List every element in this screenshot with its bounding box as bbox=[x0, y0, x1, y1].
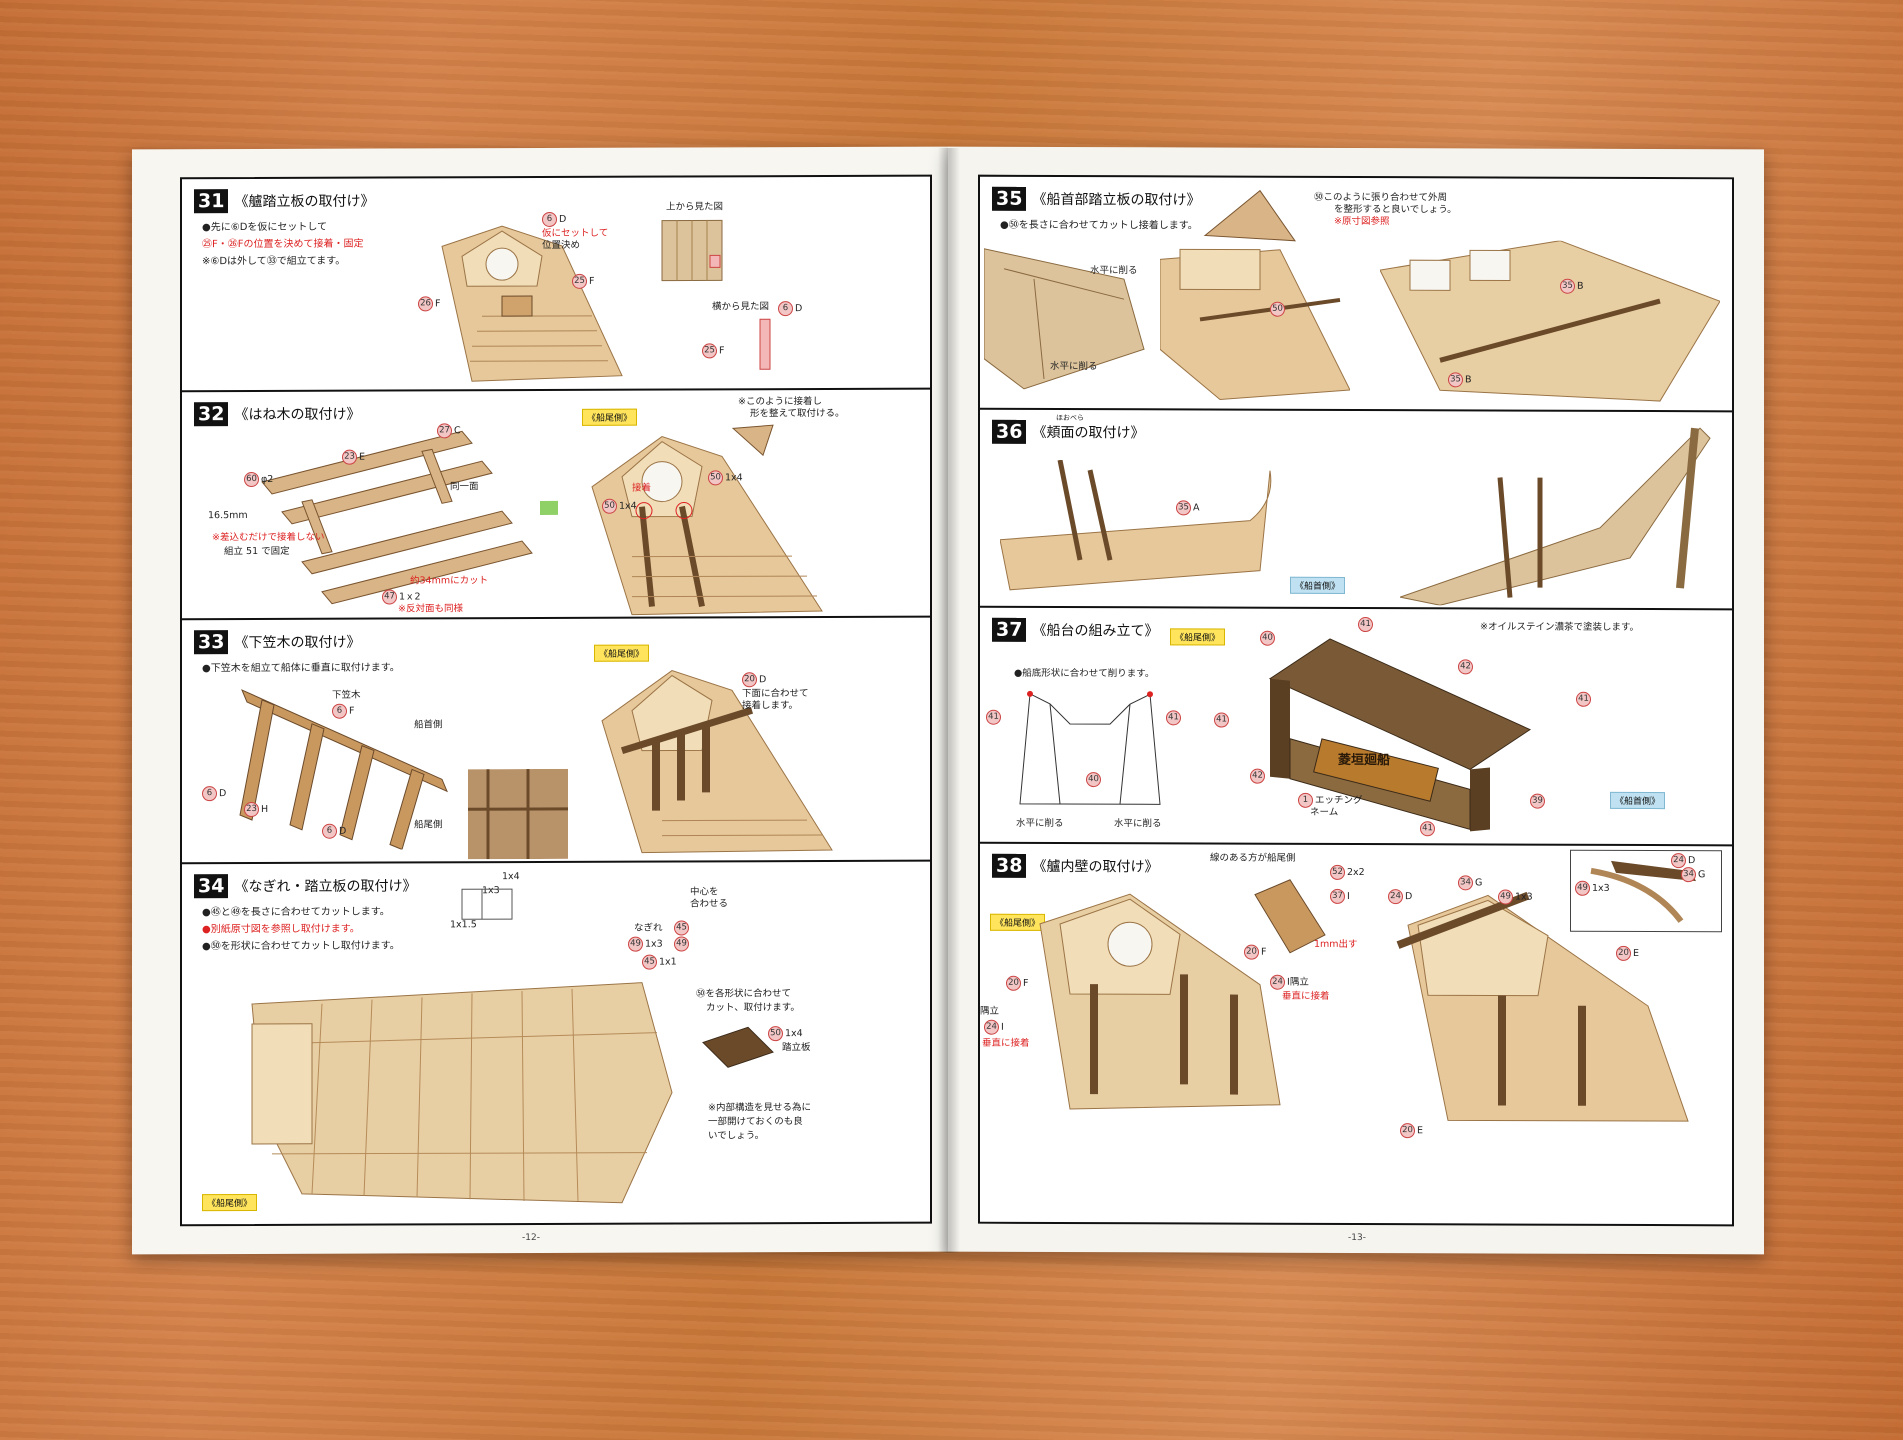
fumitate-board-detail bbox=[702, 1026, 774, 1068]
top-view-detail bbox=[661, 219, 723, 282]
step-number: 38 bbox=[992, 853, 1027, 878]
stern-inner-wall-illustration-1 bbox=[1039, 893, 1281, 1110]
hull-haneki-illustration bbox=[591, 436, 823, 616]
step-title: 《下笠木の取付け》 bbox=[234, 634, 361, 652]
shaped-board-detail bbox=[731, 424, 774, 457]
step-title: 《船台の組み立て》 bbox=[1032, 622, 1159, 640]
step-number: 33 bbox=[194, 630, 229, 655]
bow-closeup-3 bbox=[1380, 240, 1720, 402]
hull-stern-illustration bbox=[441, 225, 623, 382]
bow-closeup-2 bbox=[1160, 248, 1350, 401]
left-frame: 31 《艫踏立板の取付け》 ●先に⑥Dを仮にセットして ㉕F・㉖Fの位置を決めて接… bbox=[180, 174, 932, 1227]
step-number: 31 bbox=[194, 189, 229, 214]
bow-frame-illustration bbox=[1400, 427, 1711, 606]
stern-inner-wall-illustration-2 bbox=[1396, 891, 1689, 1122]
step-notes: ●先に⑥Dを仮にセットして ㉕F・㉖Fの位置を決めて接着・固定 ※⑥Dは外して㉝… bbox=[202, 221, 364, 268]
step-title: 《なぎれ・踏立板の取付け》 bbox=[234, 878, 417, 896]
step-number: 35 bbox=[992, 186, 1027, 211]
hull-kasagi-illustration bbox=[601, 669, 833, 854]
shita-kasagi-illustration bbox=[239, 689, 448, 851]
cheek-board-illustration bbox=[1000, 459, 1272, 591]
bulkhead-board-detail bbox=[1254, 879, 1326, 954]
step-title: 《艫踏立板の取付け》 bbox=[234, 193, 375, 211]
right-frame: 35《船首部踏立板の取付け》 ●㊿を長さに合わせてカットし接着します。 ㊿このよ… bbox=[978, 174, 1734, 1227]
step-title: 《頬面の取付け》 bbox=[1032, 424, 1145, 442]
step-title: 《艫内壁の取付け》 bbox=[1032, 858, 1159, 876]
bow-board-detail bbox=[1203, 189, 1296, 242]
beam-detail bbox=[1590, 860, 1696, 923]
arrow-marker bbox=[540, 500, 558, 515]
instruction-booklet: 31 《艫踏立板の取付け》 ●先に⑥Dを仮にセットして ㉕F・㉖Fの位置を決めて接… bbox=[132, 146, 1764, 1255]
step-number: 36 bbox=[992, 419, 1027, 444]
left-page: 31 《艫踏立板の取付け》 ●先に⑥Dを仮にセットして ㉕F・㉖Fの位置を決めて接… bbox=[132, 146, 948, 1255]
booklet-spine bbox=[938, 148, 960, 1253]
right-page: 35《船首部踏立板の取付け》 ●㊿を長さに合わせてカットし接着します。 ㊿このよ… bbox=[948, 146, 1764, 1255]
bow-closeup-1 bbox=[984, 248, 1145, 390]
step-number: 37 bbox=[992, 617, 1027, 642]
cradle-diagram bbox=[1019, 690, 1161, 805]
step-37: 37《船台の組み立て》 ※オイルステイン濃茶で塗装します。 《船尾側》 ●船底形… bbox=[980, 607, 1732, 847]
section-detail bbox=[461, 888, 513, 920]
closeup-photo bbox=[468, 768, 568, 860]
step-34: 34《なぎれ・踏立板の取付け》 ●㊺と㊾を長さに合わせてカットします。 ●別紙原… bbox=[182, 862, 930, 1225]
step-number: 34 bbox=[194, 874, 229, 899]
step-31: 31 《艫踏立板の取付け》 ●先に⑥Dを仮にセットして ㉕F・㉖Fの位置を決めて接… bbox=[182, 176, 930, 393]
ship-stand-illustration bbox=[1268, 638, 1532, 832]
page-number: -13- bbox=[1348, 1232, 1366, 1244]
page-number: -12- bbox=[522, 1233, 540, 1244]
haneki-frame-illustration bbox=[261, 430, 533, 605]
step-number: 32 bbox=[194, 402, 229, 427]
step-title: 《船首部踏立板の取付け》 bbox=[1032, 191, 1201, 209]
hull-deck-illustration bbox=[251, 982, 673, 1204]
side-view-detail bbox=[759, 318, 771, 370]
step-35: 35《船首部踏立板の取付け》 ●㊿を長さに合わせてカットし接着します。 ㊿このよ… bbox=[980, 176, 1732, 413]
